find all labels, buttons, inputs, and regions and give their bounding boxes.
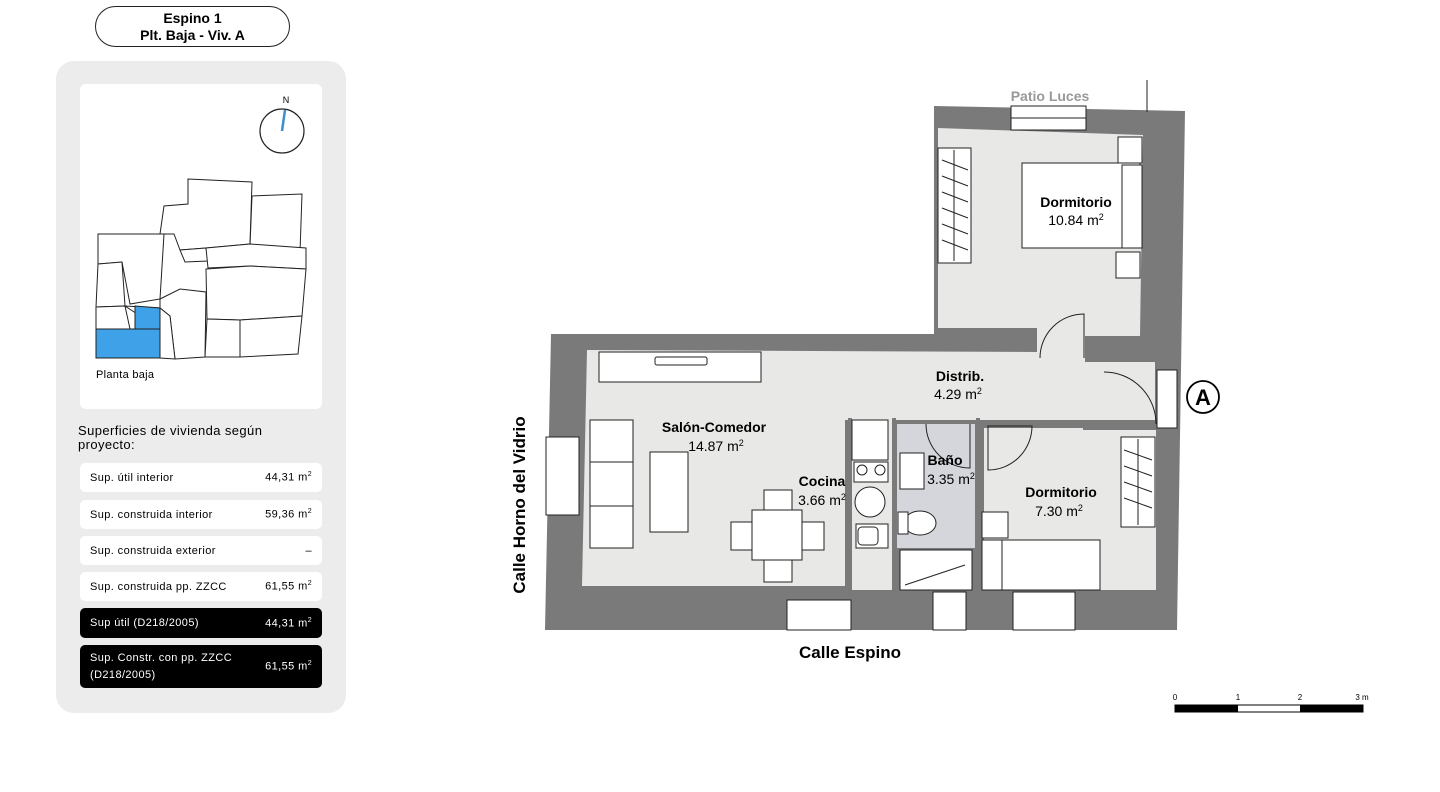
entrance-marker-label: A: [1195, 385, 1211, 410]
surface-row-legal: Sup. Constr. con pp. ZZCC (D218/2005) 61…: [80, 645, 322, 688]
toilet: [903, 510, 937, 536]
double-bed: [1021, 162, 1141, 249]
surface-label: Sup. útil interior: [90, 471, 174, 484]
surface-value: 59,36 m2: [265, 508, 312, 521]
compass-north-label: N: [283, 95, 290, 105]
key-map-blocks: [95, 178, 307, 360]
room-area: 10.84 m2: [1048, 212, 1104, 228]
room-area: 3.66 m2: [798, 492, 846, 508]
surface-row: Sup. construida interior 59,36 m2: [80, 500, 322, 529]
key-map-card: N Planta baja: [80, 84, 322, 409]
surface-label: Sup. Constr. con pp. ZZCC (D218/2005): [90, 651, 233, 681]
key-map: N: [95, 95, 307, 360]
entrance-marker: A: [1186, 380, 1220, 414]
surface-value: 44,31 m2: [265, 616, 312, 630]
room-name: Cocina: [799, 473, 846, 489]
washer: [854, 486, 886, 518]
sink: [899, 452, 925, 490]
room-name: Salón-Comedor: [662, 419, 767, 435]
surface-label: Sup. construida exterior: [90, 544, 216, 557]
surface-value: 61,55 m2: [265, 580, 312, 593]
compass-icon: N: [259, 95, 305, 154]
scale-label: 2: [1298, 693, 1303, 702]
surfaces-heading: Superficies de vivienda según proyecto:: [78, 423, 263, 452]
unit-title-building: Espino 1: [163, 10, 222, 26]
dining-table: [751, 509, 803, 561]
partitions: [848, 418, 1163, 590]
scale-label: 1: [1236, 693, 1241, 702]
doors: [925, 313, 1157, 471]
surface-row: Sup. construida exterior –: [80, 536, 322, 565]
surface-value: 61,55 m2: [265, 660, 312, 673]
scale-label: 3 m: [1355, 693, 1369, 702]
room-name: Baño: [928, 452, 963, 468]
surface-row: Sup. útil interior 44,31 m2: [80, 463, 322, 492]
shower: [899, 549, 973, 591]
room-name: Dormitorio: [1025, 484, 1097, 500]
room-name: Distrib.: [936, 368, 984, 384]
surface-label: Sup útil (D218/2005): [90, 617, 199, 629]
surface-row-legal: Sup útil (D218/2005) 44,31 m2: [80, 608, 322, 638]
key-map-caption: Planta baja: [96, 369, 155, 381]
surface-value: –: [305, 544, 312, 557]
room-area: 14.87 m2: [688, 438, 744, 454]
unit-title-floor: Plt. Baja - Viv. A: [140, 27, 245, 43]
scale-bar: 0 1 2 3 m: [1173, 693, 1369, 713]
coffee-table: [649, 451, 689, 533]
room-name: Dormitorio: [1040, 194, 1112, 210]
surface-label: Sup. construida pp. ZZCC: [90, 580, 227, 593]
street-label-left: Calle Horno del Vidrio: [510, 416, 529, 593]
surface-value: 44,31 m2: [265, 471, 312, 484]
room-area: 7.30 m2: [1035, 503, 1083, 519]
surface-label: Sup. construida interior: [90, 508, 213, 521]
room-labels: Dormitorio 10.84 m2 Distrib. 4.29 m2 Sal…: [662, 194, 1112, 519]
patio-label: Patio Luces: [1011, 88, 1090, 104]
surface-row: Sup. construida pp. ZZCC 61,55 m2: [80, 572, 322, 601]
windows: [545, 105, 1178, 631]
room-area: 4.29 m2: [934, 386, 982, 402]
street-label-bottom: Calle Espino: [799, 643, 901, 662]
wardrobe-hangers: [941, 150, 1153, 525]
room-area: 3.35 m2: [927, 471, 975, 487]
scale-label: 0: [1173, 693, 1178, 702]
unit-title: Espino 1 Plt. Baja - Viv. A: [95, 6, 290, 47]
